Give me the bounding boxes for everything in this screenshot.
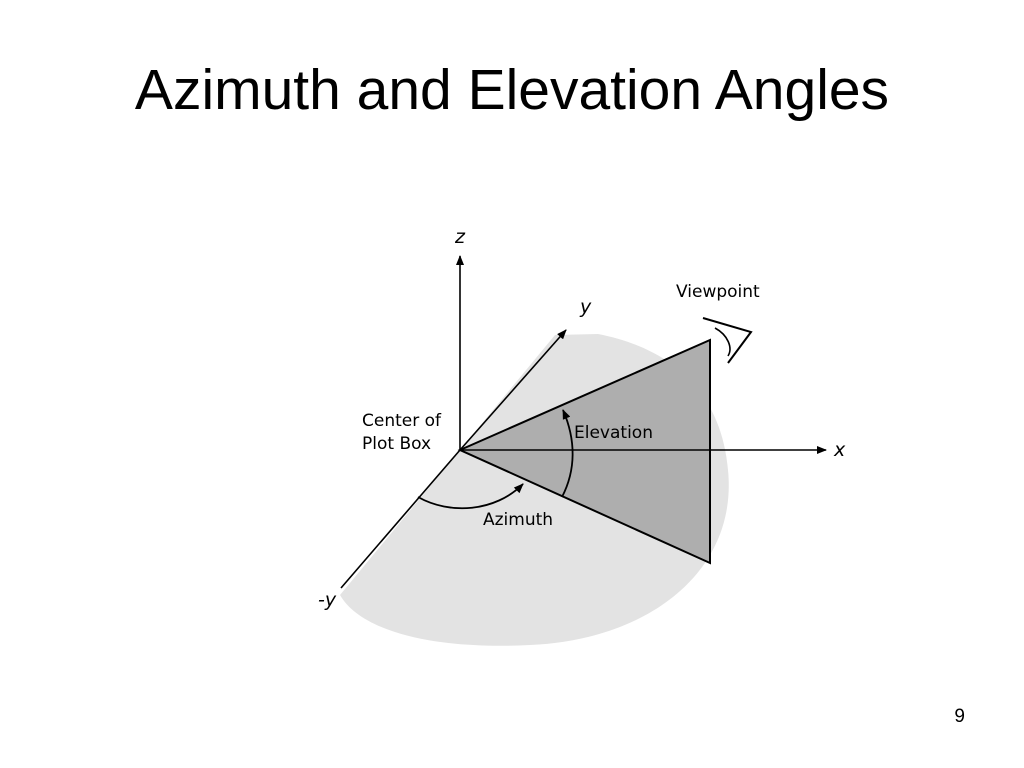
x-axis-label: x: [833, 439, 846, 461]
neg-y-axis-label: -y: [318, 589, 337, 611]
elevation-arc: [561, 409, 574, 498]
slide-title: Azimuth and Elevation Angles: [134, 58, 890, 122]
y-axis-label: y: [579, 296, 592, 318]
viewpoint-eye-icon: [702, 317, 753, 364]
azimuth-label: Azimuth: [483, 510, 553, 530]
elevation-plane: [457, 338, 711, 565]
center-of-plot-box-label-line2: Plot Box: [362, 434, 431, 454]
z-axis-label: z: [454, 226, 466, 248]
elevation-label: Elevation: [574, 423, 653, 443]
page-number: 9: [954, 706, 965, 727]
azimuth-arc: [417, 483, 524, 510]
neg-y-axis: [340, 449, 461, 589]
viewpoint-label: Viewpoint: [676, 282, 760, 302]
y-axis: [459, 329, 567, 451]
center-of-plot-box-label-line1: Center of: [362, 411, 442, 431]
